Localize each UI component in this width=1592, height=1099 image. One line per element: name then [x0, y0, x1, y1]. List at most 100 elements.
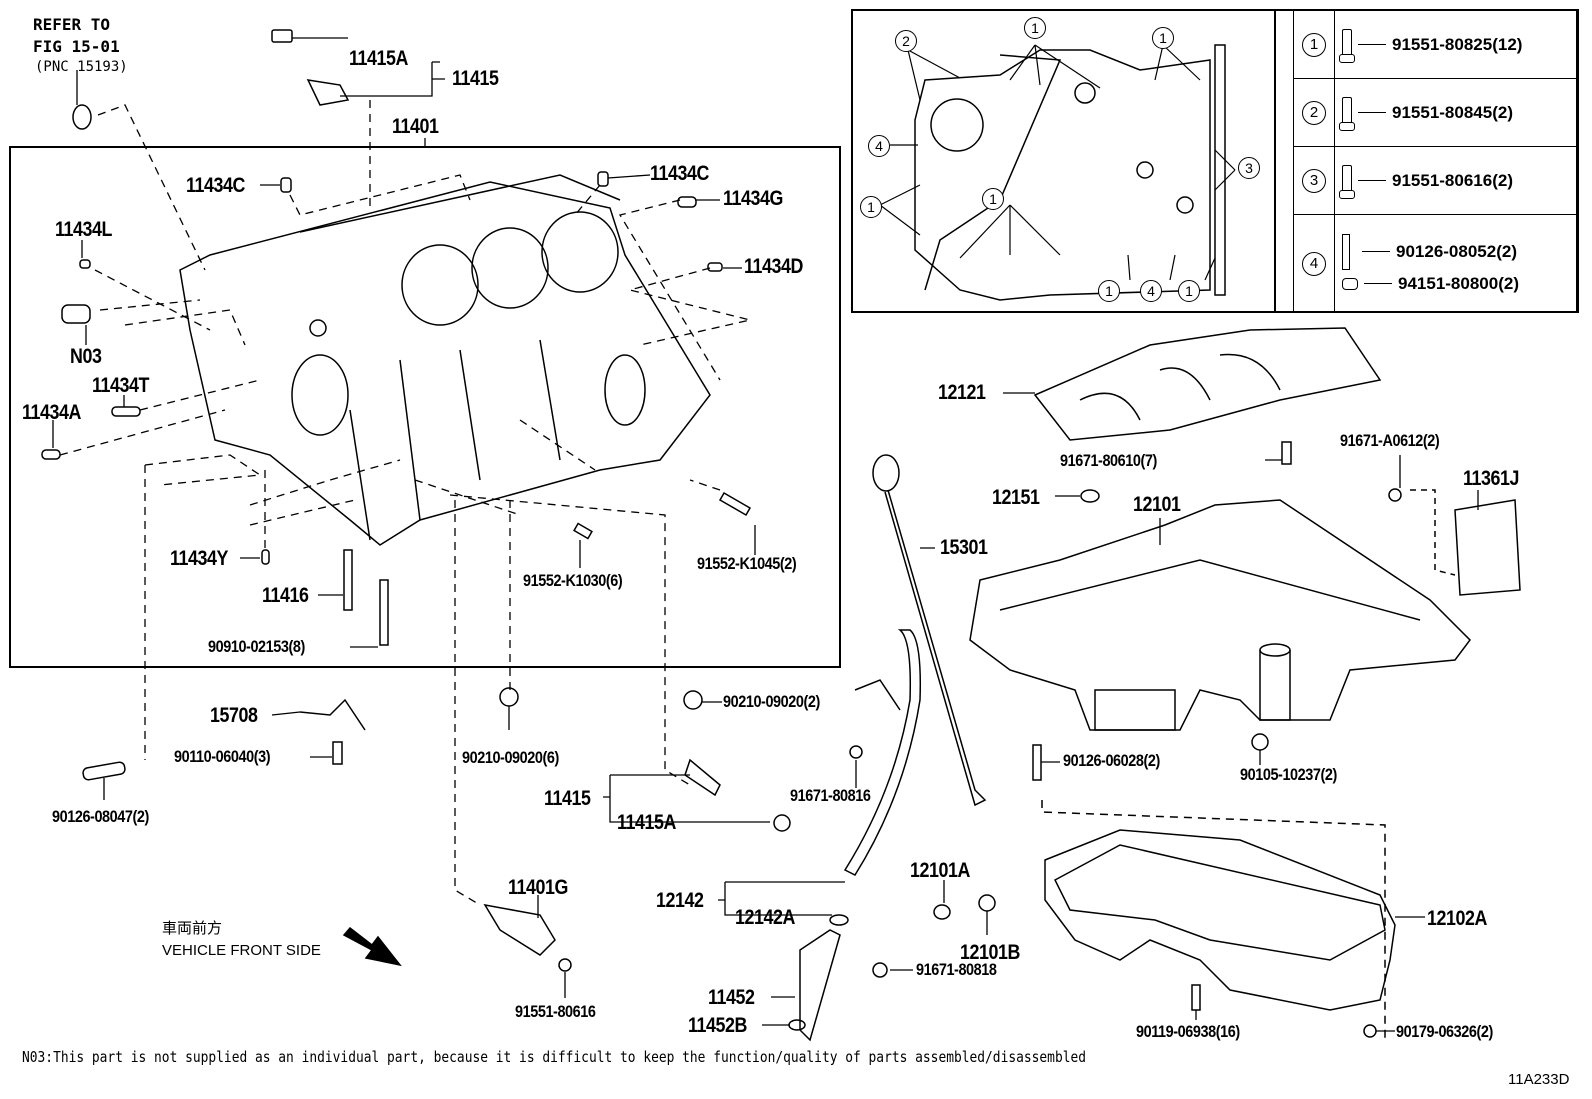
part-label-11452[interactable]: 11452: [708, 986, 755, 1009]
part-label-12101B[interactable]: 12101B: [960, 941, 1020, 964]
inset-callout-1-topright: 1: [1152, 27, 1174, 49]
baffle-ribs: [1079, 353, 1281, 421]
legend-part-91551-80616[interactable]: 91551-80616(2): [1392, 170, 1513, 190]
legend-number-2: 2: [1302, 100, 1326, 125]
part-label-91671-80818[interactable]: 91671-80818: [916, 960, 997, 979]
inset-callout-4-bottom: 4: [1140, 280, 1162, 302]
part-label-91671-A0612[interactable]: 91671-A0612(2): [1340, 431, 1440, 450]
part-label-11401[interactable]: 11401: [392, 115, 439, 138]
part-label-11361J[interactable]: 11361J: [1463, 467, 1520, 490]
legend-part-91551-80825[interactable]: 91551-80825(12): [1392, 34, 1523, 54]
refer-note-line1: REFER TO: [33, 15, 111, 34]
oring-11452B: [788, 1019, 806, 1031]
part-label-11416[interactable]: 11416: [262, 584, 309, 607]
part-label-12102A[interactable]: 12102A: [1427, 907, 1487, 930]
legend-row-2: 2 91551-80845(2): [1293, 78, 1577, 147]
part-label-90910-02153[interactable]: 90910-02153(8): [208, 637, 305, 656]
legend-number-4: 4: [1302, 251, 1326, 276]
part-label-11415A[interactable]: 11415A: [349, 47, 408, 70]
stud-bolt-icon: [1342, 233, 1350, 270]
part-label-11434C-right[interactable]: 11434C: [650, 162, 709, 185]
bracket-11452-drawing: [799, 929, 841, 1042]
part-label-11452B[interactable]: 11452B: [688, 1014, 747, 1037]
footnote-n03: N03:This part is not supplied as an indi…: [22, 1048, 1087, 1066]
figure-id: 11A233D: [1508, 1071, 1570, 1088]
part-label-11415A-bottom[interactable]: 11415A: [617, 811, 676, 834]
dashed-11361J: [1410, 489, 1456, 576]
inset-callout-2: 2: [895, 30, 917, 52]
inset-callout-1-center: 1: [982, 188, 1004, 210]
dipstick-guide-12142-drawing: [843, 629, 922, 876]
part-label-11434C-left[interactable]: 11434C: [186, 174, 245, 197]
legend-part-91551-80845[interactable]: 91551-80845(2): [1392, 102, 1513, 122]
cylinder-block-drawing: [179, 174, 711, 546]
part-label-12121[interactable]: 12121: [938, 381, 986, 404]
part-label-91551-80616[interactable]: 91551-80616: [515, 1002, 596, 1021]
part-label-N03[interactable]: N03: [70, 345, 102, 368]
small-fastener-drawings: [41, 29, 1402, 1038]
part-label-11415[interactable]: 11415: [452, 67, 499, 90]
part-label-90119-06938[interactable]: 90119-06938(16): [1136, 1022, 1240, 1041]
part-label-15301[interactable]: 15301: [940, 536, 988, 559]
legend-part-90126-08052[interactable]: 90126-08052(2): [1396, 241, 1517, 261]
inset-callout-1-bottom-b: 1: [1178, 280, 1200, 302]
flange-bolt-icon: [1339, 28, 1355, 63]
part-label-11434G[interactable]: 11434G: [723, 187, 783, 210]
flange-bolt-icon: [1339, 96, 1355, 131]
part-label-90126-06028[interactable]: 90126-06028(2): [1063, 751, 1160, 770]
baffle-plate-12121-drawing: [1033, 327, 1382, 441]
part-label-12151[interactable]: 12151: [992, 486, 1040, 509]
dashed-oil-pan: [1041, 800, 1386, 1040]
flange-nut-icon: [1342, 277, 1358, 290]
vehicle-front-label-en: VEHICLE FRONT SIDE: [162, 942, 321, 959]
part-label-12101[interactable]: 12101: [1133, 493, 1181, 516]
inset-callout-4-left: 4: [868, 135, 890, 157]
refer-note-line2: FIG 15-01: [33, 37, 120, 56]
part-label-90110-06040[interactable]: 90110-06040(3): [174, 747, 271, 766]
vehicle-front-arrow-icon: [342, 926, 402, 967]
refer-note-line3: (PNC 15193): [35, 59, 128, 75]
part-label-91552-K1045[interactable]: 91552-K1045(2): [697, 554, 797, 573]
assembly-dashed-lines: [59, 100, 751, 906]
leader-lines: [52, 37, 1479, 1032]
part-label-11401G[interactable]: 11401G: [508, 876, 568, 899]
timing-cover-bolt-map: [914, 44, 1226, 301]
oil-dipstick-15301-drawing: [872, 454, 987, 807]
fastener-legend-table: 1 91551-80825(12) 2 91551-80845(2) 3 915…: [1293, 10, 1577, 313]
part-label-12142[interactable]: 12142: [656, 889, 704, 912]
oil-pan-lower-12102A-drawing: [1044, 829, 1396, 1011]
part-label-90179-06326[interactable]: 90179-06326(2): [1396, 1022, 1493, 1041]
vehicle-front-label-jp: 車両前方: [162, 920, 223, 937]
part-label-11434L[interactable]: 11434L: [55, 218, 113, 241]
part-label-11434D[interactable]: 11434D: [744, 255, 803, 278]
legend-part-94151-80800[interactable]: 94151-80800(2): [1398, 273, 1519, 293]
legend-row-3: 3 91551-80616(2): [1293, 146, 1577, 215]
part-label-11434A[interactable]: 11434A: [22, 401, 81, 424]
part-label-90126-08047[interactable]: 90126-08047(2): [52, 807, 149, 826]
inset-callout-1-bottom-a: 1: [1098, 280, 1120, 302]
legend-number-1: 1: [1302, 32, 1326, 57]
part-label-91552-K1030[interactable]: 91552-K1030(6): [523, 571, 623, 590]
oil-pan-upper-12101-drawing: [969, 499, 1471, 731]
inset-callout-1-top: 1: [1024, 17, 1046, 39]
part-label-90210-09020-2[interactable]: 90210-09020(2): [723, 692, 820, 711]
legend-row-4: 4 90126-08052(2) 94151-80800(2): [1293, 214, 1577, 313]
part-label-90210-09020-6[interactable]: 90210-09020(6): [462, 748, 559, 767]
inset-callout-1-left: 1: [860, 196, 882, 218]
flange-bolt-icon: [1339, 164, 1355, 199]
part-label-11415-bottom[interactable]: 11415: [544, 787, 591, 810]
part-label-90105-10237[interactable]: 90105-10237(2): [1240, 765, 1337, 784]
plate-11361J-drawing: [1454, 499, 1521, 596]
part-label-15708[interactable]: 15708: [210, 704, 258, 727]
part-label-91671-80816[interactable]: 91671-80816: [790, 786, 871, 805]
part-label-91671-80610[interactable]: 91671-80610(7): [1060, 451, 1157, 470]
inset-callout-3: 3: [1238, 157, 1260, 179]
part-label-11434Y[interactable]: 11434Y: [170, 547, 229, 570]
inset-leader-lines: [879, 44, 1236, 281]
legend-number-3: 3: [1302, 168, 1326, 193]
legend-row-1: 1 91551-80825(12): [1293, 10, 1577, 79]
part-label-12101A[interactable]: 12101A: [910, 859, 970, 882]
part-label-12142A[interactable]: 12142A: [735, 906, 795, 929]
part-label-11434T[interactable]: 11434T: [92, 374, 150, 397]
